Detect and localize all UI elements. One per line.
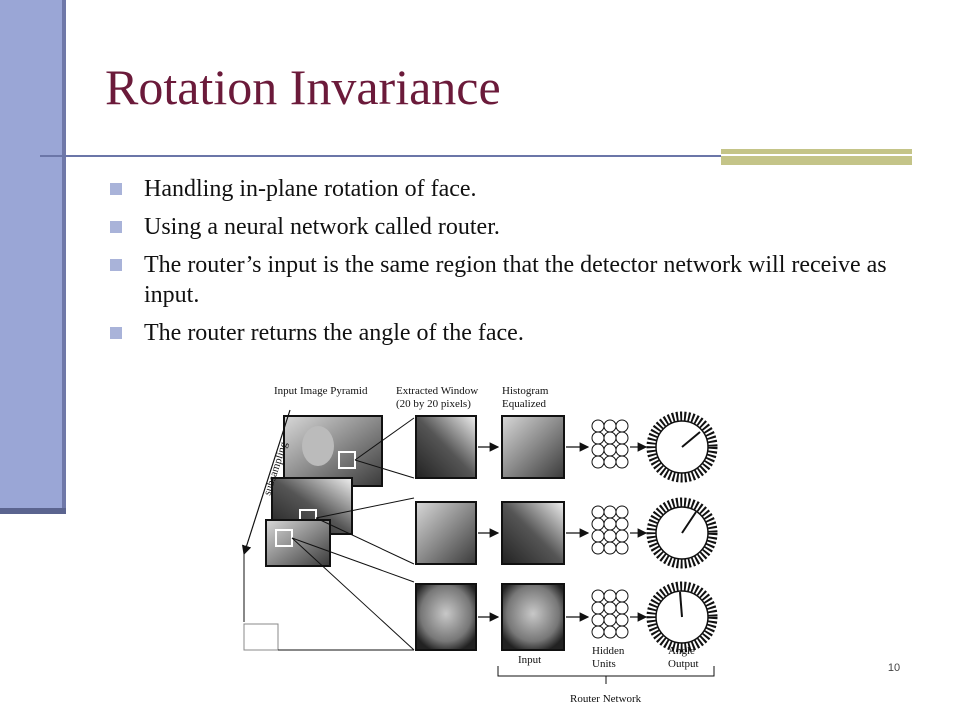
hidden-units-label-2: Units: [592, 658, 616, 670]
bullet-item: Handling in-plane rotation of face.: [108, 174, 908, 204]
extracted-window-3: [415, 583, 477, 651]
angle-output-label: Angle: [668, 645, 695, 657]
bullet-text: Handling in-plane rotation of face.: [144, 176, 477, 202]
angle-output-dial-2: [646, 497, 718, 569]
connector-line: [315, 517, 415, 565]
bullet-item: The router’s input is the same region th…: [108, 250, 908, 310]
pyramid-face-large: [302, 426, 334, 466]
input-pyramid-label: Input Image Pyramid: [274, 385, 368, 397]
input-label: Input: [518, 654, 541, 666]
slide-title: Rotation Invariance: [105, 59, 501, 115]
router-network-figure: Input Image Pyramid Extracted Window (20…: [236, 378, 722, 716]
histogram-equalized-label: Equalized: [502, 398, 546, 410]
extracted-window-label: Extracted Window: [396, 385, 478, 397]
sidebar-shadow: [62, 0, 66, 512]
sidebar-accent: [0, 0, 62, 512]
bullet-square-icon: [110, 327, 122, 339]
histogram-window-1: [501, 415, 565, 479]
angle-output-label-2: Output: [668, 658, 699, 670]
extracted-window-2: [415, 501, 477, 565]
connector-line: [315, 497, 415, 519]
router-diagram: Input Image Pyramid Extracted Window (20…: [241, 385, 718, 705]
angle-output-dial-3: [646, 581, 718, 653]
angle-output-dial-1: [646, 411, 718, 483]
bullet-item: Using a neural network called router.: [108, 212, 908, 242]
hidden-units-cluster-1: [591, 419, 629, 469]
olive-accent-bar: [721, 149, 912, 165]
hidden-units-label: Hidden: [592, 645, 625, 657]
hidden-units-cluster-2: [591, 505, 629, 555]
connector-line: [354, 459, 415, 479]
bullet-text: Using a neural network called router.: [144, 214, 500, 240]
bullet-text: The router returns the angle of the face…: [144, 320, 524, 346]
extracted-window-size-label: (20 by 20 pixels): [396, 398, 471, 410]
bullet-item: The router returns the angle of the face…: [108, 318, 908, 348]
bullet-list: Handling in-plane rotation of face. Usin…: [108, 174, 908, 356]
bullet-text: The router’s input is the same region th…: [144, 252, 887, 308]
title-divider: [40, 155, 912, 157]
subsampling-arrow: [241, 409, 291, 556]
pyramid-image-tiny: [243, 623, 279, 651]
hidden-units-cluster-3: [591, 589, 629, 639]
bullet-square-icon: [110, 221, 122, 233]
connector-line: [291, 537, 415, 583]
sidebar-bottom-edge: [0, 508, 66, 514]
extracted-window-1: [415, 415, 477, 479]
bullet-square-icon: [110, 183, 122, 195]
router-network-label: Router Network: [570, 693, 642, 705]
histogram-label: Histogram: [502, 385, 549, 397]
connector-line: [291, 537, 415, 651]
bullet-square-icon: [110, 259, 122, 271]
histogram-window-3: [501, 583, 565, 651]
histogram-window-2: [501, 501, 565, 565]
page-number: 10: [887, 662, 901, 674]
connector-line: [354, 417, 415, 461]
